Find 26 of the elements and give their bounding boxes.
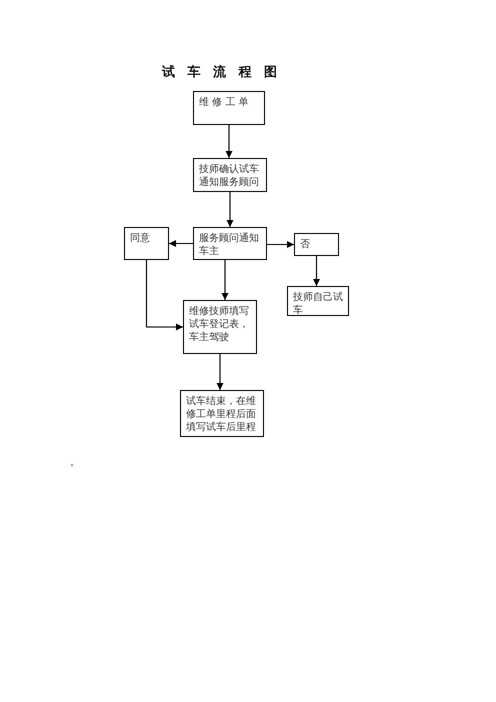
arrow (222, 260, 228, 300)
process-box (183, 300, 257, 354)
process-box (193, 91, 265, 125)
box-label: 同意 (130, 232, 151, 245)
arrow (146, 260, 183, 330)
process-box (193, 158, 267, 192)
process-box (124, 227, 169, 260)
diagram-title: 试 车 流 程 图 (162, 65, 282, 81)
arrow (267, 241, 294, 248)
process-box (193, 227, 267, 260)
process-box (180, 390, 264, 437)
box-label: 试车结束，在维修工单里程后面填写试车后里程 (186, 395, 257, 434)
arrow (226, 125, 232, 158)
arrow (169, 240, 193, 247)
box-label: 服务顾问通知车主 (199, 232, 260, 258)
arrow (226, 192, 234, 227)
arrow (216, 354, 224, 390)
process-box (294, 233, 339, 256)
box-label: 维修技师填写试车登记表，车主驾驶 (189, 305, 250, 344)
arrow (313, 256, 320, 286)
period-mark: 。 (70, 457, 80, 469)
box-label: 技师确认试车通知服务顾问 (199, 163, 260, 189)
box-label: 否 (300, 238, 311, 251)
box-label: 维 修 工 单 (199, 96, 250, 109)
process-box (287, 286, 349, 316)
box-label: 技师自己试车 (293, 291, 344, 317)
